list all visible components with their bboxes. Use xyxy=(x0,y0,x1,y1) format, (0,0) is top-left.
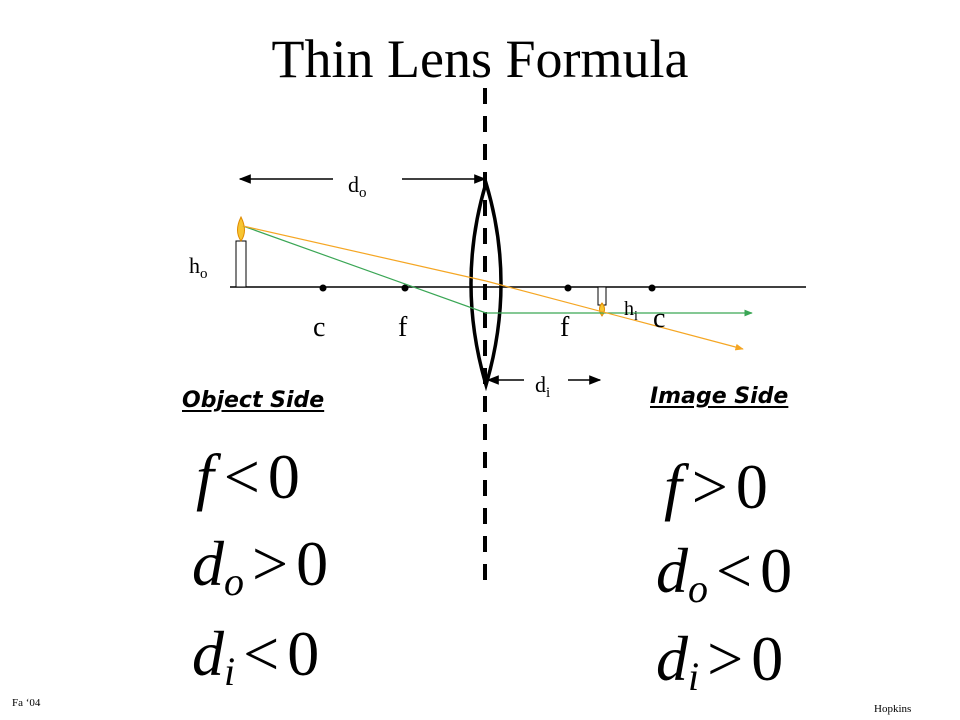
object-eq-3: di<0 xyxy=(192,618,319,694)
image-eq-3: di>0 xyxy=(656,623,783,699)
di-label: di xyxy=(535,372,550,401)
ho-label: ho xyxy=(189,253,208,282)
object-side-equations: f<0 do>0 di<0 xyxy=(192,441,328,694)
candle-object xyxy=(235,240,247,288)
image-eq-2: do<0 xyxy=(656,535,792,611)
image-flame-icon xyxy=(599,302,605,317)
object-side-heading: Object Side xyxy=(182,388,325,413)
f-left-label: f xyxy=(398,312,408,343)
center-point-left xyxy=(319,284,327,292)
center-point-right xyxy=(648,284,656,292)
image-eq-1: f>0 xyxy=(664,451,768,522)
convex-lens xyxy=(469,176,503,392)
f-right-label: f xyxy=(560,312,570,343)
object-eq-1: f<0 xyxy=(196,441,300,512)
image-side-equations: f>0 do<0 di>0 xyxy=(656,451,792,699)
object-eq-2: do>0 xyxy=(192,528,328,604)
c-right-label: c xyxy=(653,303,665,334)
do-label: do xyxy=(348,172,367,201)
focal-point-left xyxy=(401,284,409,292)
candle-flame-icon xyxy=(237,215,245,242)
slide-title: Thin Lens Formula xyxy=(271,29,689,89)
hi-label: hi xyxy=(624,298,638,324)
orange-ray xyxy=(242,225,487,282)
orange-ray-arrow xyxy=(485,280,744,351)
footer-author: Hopkins xyxy=(874,703,912,715)
green-ray xyxy=(242,225,600,314)
image-side-heading: Image Side xyxy=(650,384,789,409)
focal-point-right xyxy=(564,284,572,292)
footer-date: Fa ‘04 xyxy=(12,697,41,709)
c-left-label: c xyxy=(313,312,325,343)
